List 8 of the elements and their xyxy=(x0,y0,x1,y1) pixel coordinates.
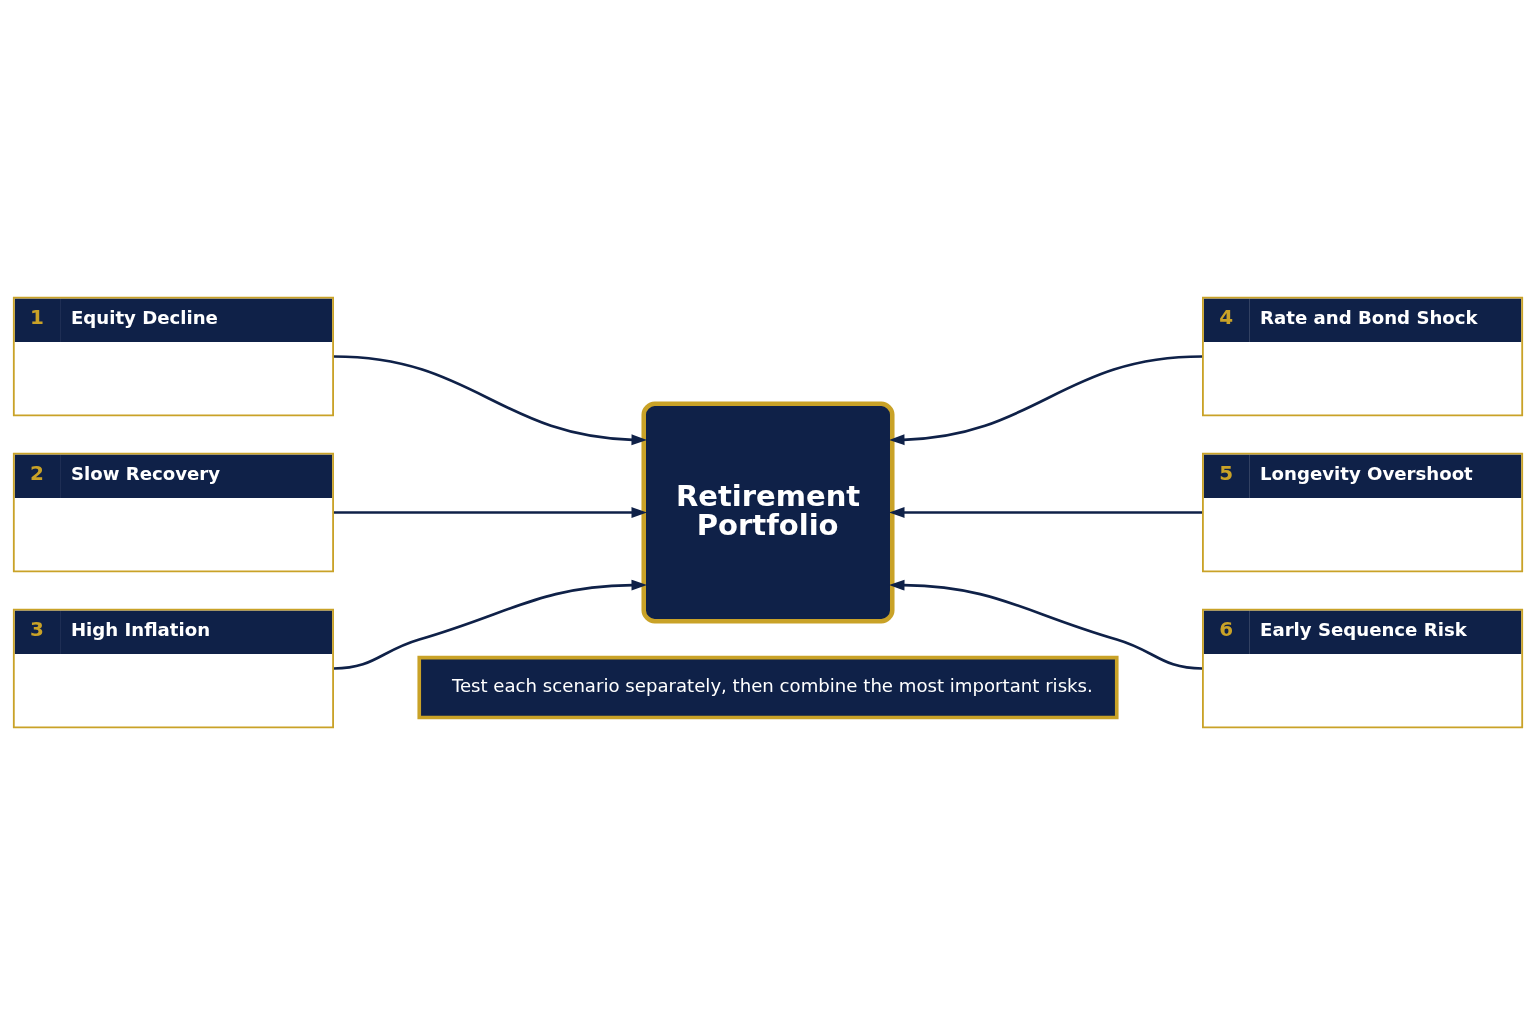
node-box: Retirement Portfolio xyxy=(641,400,895,624)
arrow xyxy=(333,354,647,445)
arrow xyxy=(333,579,647,670)
arrow xyxy=(889,354,1203,445)
node-box: Test each scenario separately, then combine the most important risks. xyxy=(417,655,1119,719)
arrow xyxy=(889,579,1203,670)
arrow xyxy=(334,506,647,518)
arrow xyxy=(889,506,1202,518)
